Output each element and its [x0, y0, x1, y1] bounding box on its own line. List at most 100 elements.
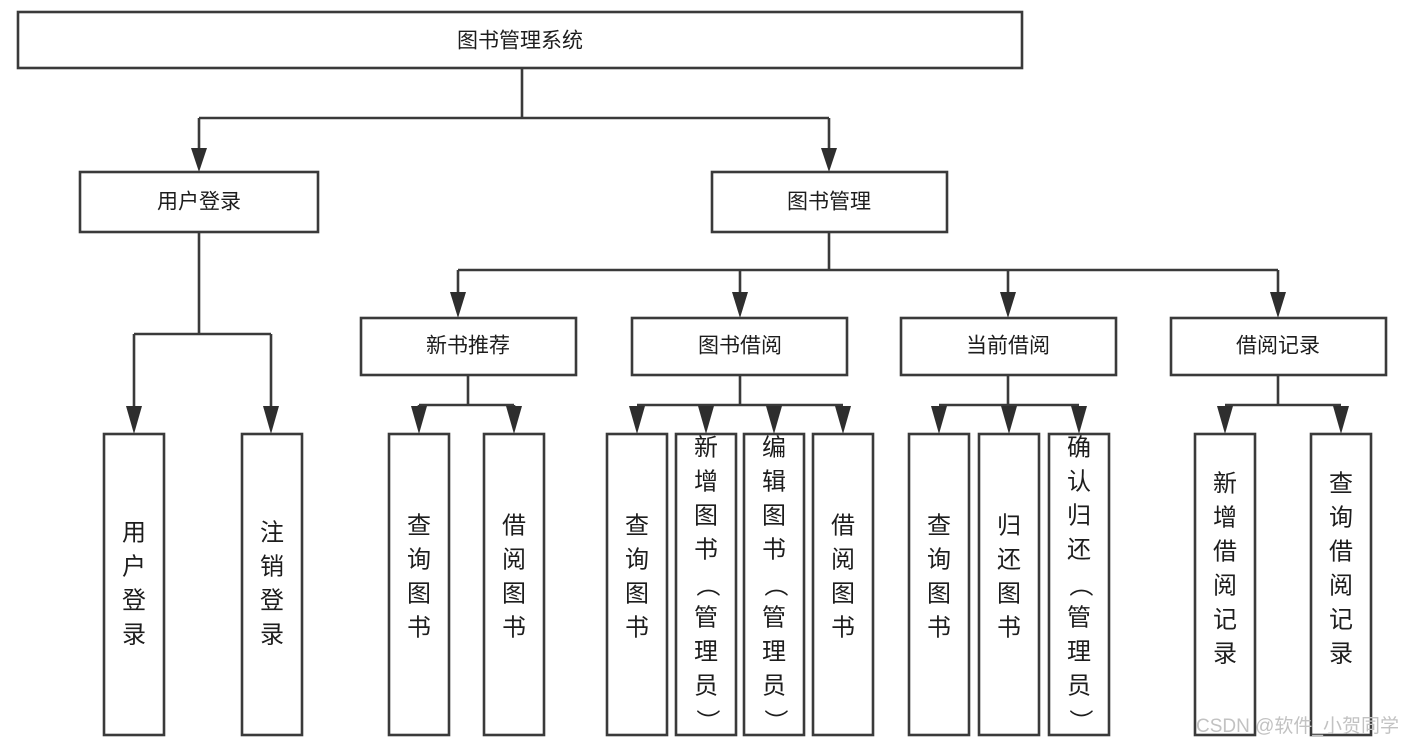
- vertical-label-char: （: [694, 573, 721, 597]
- vertical-label-char: 销: [260, 553, 284, 580]
- vertical-label-char: 借: [1213, 538, 1237, 565]
- node-user-login-box[interactable]: [78, 170, 320, 234]
- leaf-node-logout-box[interactable]: [240, 432, 304, 737]
- vertical-label-char: 记: [1329, 606, 1353, 633]
- vertical-label-char: 书: [927, 614, 951, 641]
- vertical-label-char: ）: [1067, 709, 1094, 733]
- leaf-node-confirm-return-box[interactable]: [1047, 432, 1111, 737]
- leaf-node-borrow-book-recommend-box[interactable]: [482, 432, 546, 737]
- node-book-borrow-box[interactable]: [630, 316, 849, 377]
- vertical-label-char: 登: [122, 587, 146, 614]
- node-current-borrow[interactable]: 当前借阅: [899, 316, 1118, 377]
- node-book-borrow-label: 图书借阅: [698, 335, 782, 358]
- vertical-label-char: 图: [625, 580, 649, 607]
- node-root-box[interactable]: [16, 10, 1024, 70]
- vertical-label-char: 书: [831, 614, 855, 641]
- vertical-label-char: 归: [997, 512, 1021, 539]
- vertical-label-char: 增: [1213, 504, 1237, 531]
- arrow-head-leaf-confirm-return: [1071, 406, 1087, 434]
- node-user-login[interactable]: 用户登录: [78, 170, 320, 234]
- arrow-head-leaf-query-record: [1333, 406, 1349, 434]
- vertical-label-char: 新: [694, 434, 718, 461]
- vertical-label-char: 理: [762, 638, 786, 665]
- vertical-label-char: 阅: [1329, 572, 1353, 599]
- vertical-label-char: 阅: [1213, 572, 1237, 599]
- vertical-label-char: 还: [1067, 536, 1091, 563]
- arrow-head-borrow-record: [1270, 292, 1286, 318]
- leaf-node-return-book-box[interactable]: [977, 432, 1041, 737]
- leaf-node-user-login[interactable]: 用户登录: [102, 432, 166, 737]
- leaf-node-query-book-borrow-box[interactable]: [605, 432, 669, 737]
- vertical-label-char: 登: [260, 587, 284, 614]
- vertical-label-char: 认: [1067, 468, 1091, 495]
- vertical-label-char: 查: [927, 512, 951, 539]
- leaf-node-query-borrow-record-box[interactable]: [1309, 432, 1373, 737]
- vertical-label-char: 图: [831, 580, 855, 607]
- node-book-management-box[interactable]: [710, 170, 949, 234]
- arrow-head-current-borrow: [1000, 292, 1016, 318]
- vertical-label-char: 还: [997, 546, 1021, 573]
- node-borrow-record[interactable]: 借阅记录: [1169, 316, 1388, 377]
- arrow-head-leaf-borrow-book-1: [506, 406, 522, 434]
- arrow-head-leaf-add-record: [1217, 406, 1233, 434]
- vertical-label-char: 员: [694, 672, 718, 699]
- vertical-label-char: 员: [1067, 672, 1091, 699]
- vertical-label-char: 借: [1329, 538, 1353, 565]
- leaf-node-user-login-box[interactable]: [102, 432, 166, 737]
- arrow-head-user-login: [191, 148, 207, 172]
- node-book-borrow[interactable]: 图书借阅: [630, 316, 849, 377]
- arrow-head-new-book: [450, 292, 466, 318]
- leaf-node-add-book-box[interactable]: [674, 432, 738, 737]
- vertical-label-char: 借: [831, 512, 855, 539]
- node-new-book-recommend[interactable]: 新书推荐: [359, 316, 578, 377]
- node-current-borrow-box[interactable]: [899, 316, 1118, 377]
- arrow-head-leaf-user-login: [126, 406, 142, 434]
- leaf-node-query-book-current-box[interactable]: [907, 432, 971, 737]
- vertical-label-char: 录: [122, 621, 146, 648]
- node-borrow-record-box[interactable]: [1169, 316, 1388, 377]
- vertical-label-char: 图: [407, 580, 431, 607]
- vertical-label-char: 书: [762, 536, 786, 563]
- leaf-node-add-borrow-record-box[interactable]: [1193, 432, 1257, 737]
- vertical-label-char: ）: [762, 709, 789, 733]
- vertical-label-char: 询: [407, 546, 431, 573]
- leaf-node-query-book-recommend-box[interactable]: [387, 432, 451, 737]
- leaf-node-edit-book-box[interactable]: [742, 432, 806, 737]
- vertical-label-char: 员: [762, 672, 786, 699]
- vertical-label-char: 录: [1329, 640, 1353, 667]
- node-borrow-record-label: 借阅记录: [1236, 335, 1320, 358]
- node-new-book-recommend-box[interactable]: [359, 316, 578, 377]
- vertical-label-char: 录: [1213, 640, 1237, 667]
- node-root-system[interactable]: 图书管理系统: [16, 10, 1024, 70]
- vertical-label-char: 阅: [831, 546, 855, 573]
- node-book-management[interactable]: 图书管理: [710, 170, 949, 234]
- connector-layer: [126, 68, 1349, 434]
- vertical-label-char: 图: [762, 502, 786, 529]
- vertical-label-char: 增: [694, 468, 718, 495]
- leaf-node-borrow-book-box[interactable]: [811, 432, 875, 737]
- vertical-label-char: 询: [927, 546, 951, 573]
- vertical-label-char: （: [1067, 573, 1094, 597]
- vertical-label-char: 理: [1067, 638, 1091, 665]
- vertical-label-char: 阅: [502, 546, 526, 573]
